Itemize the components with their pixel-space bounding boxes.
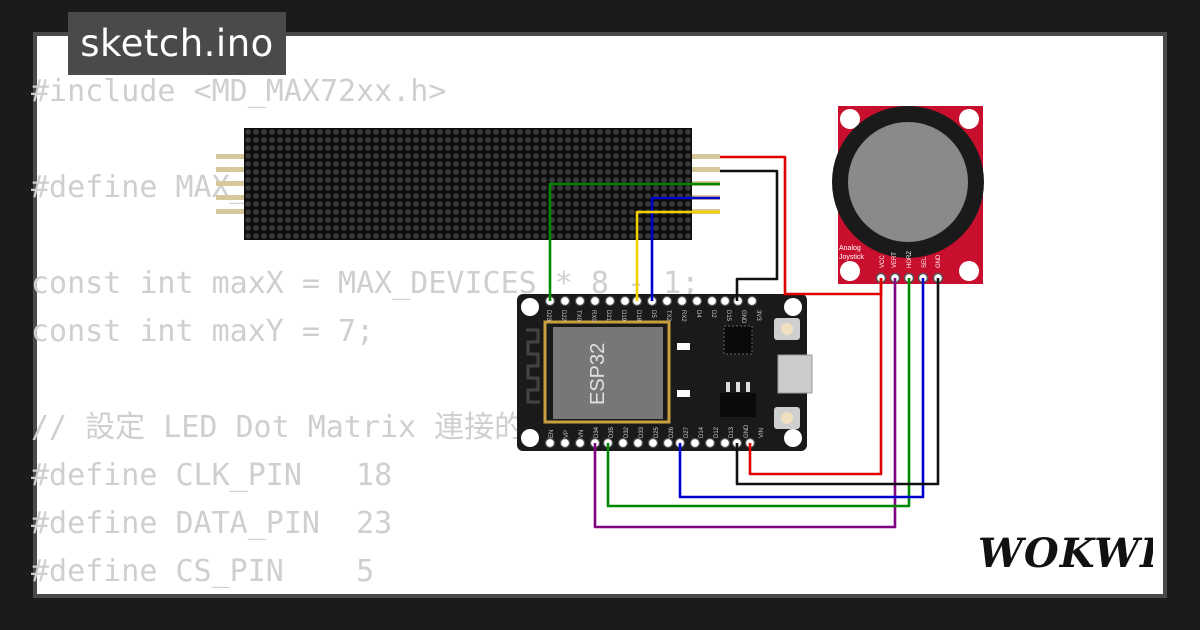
esp32-pin-label: RX0 — [590, 310, 596, 322]
esp32-pin-label: D22 — [560, 310, 566, 322]
wokwi-logo: WOKWI — [978, 530, 1153, 577]
mount-hole — [521, 298, 539, 316]
wire-purple-joystick-vert[interactable] — [593, 278, 897, 529]
file-tab[interactable]: sketch.ino — [68, 12, 286, 75]
smd-component — [677, 390, 690, 397]
esp32-pin-label: D12 — [714, 426, 720, 438]
code-line: #define CLK_PIN 18 — [31, 458, 393, 493]
joystick-pin-label: VCC — [880, 255, 886, 268]
mount-hole — [521, 429, 539, 447]
esp32-pin-label: D15 — [725, 310, 731, 322]
reset-button[interactable] — [774, 318, 800, 340]
esp32-pin-label: TX0 — [575, 310, 581, 322]
esp32-shield — [553, 327, 663, 419]
code-line: #define DATA_PIN 23 — [31, 506, 393, 541]
antenna-trace — [526, 328, 540, 404]
mount-hole — [840, 261, 860, 281]
esp32-pin-label: D34 — [594, 426, 600, 438]
wire-black-joystick-gnd[interactable] — [735, 278, 940, 486]
esp32-pin-label: VIN — [759, 428, 765, 438]
esp32-pin-label: D35 — [609, 426, 615, 438]
regulator-tab — [746, 382, 750, 392]
wires — [548, 155, 940, 529]
mount-hole — [784, 298, 802, 316]
esp32-bottom-pin-labels: EN VP VN D34 D35 D32 D33 D25 D26 D27 D14… — [549, 424, 765, 438]
wire-green-matrix-din[interactable] — [548, 182, 720, 301]
esp32-pin-label: D14 — [699, 426, 705, 438]
esp32-pin-label: D13 — [729, 426, 735, 438]
esp32-pin-label: D21 — [605, 310, 611, 322]
wire-black-matrix-gnd[interactable] — [720, 169, 779, 301]
esp32-pin-label: GND — [740, 310, 746, 324]
esp32-pin-label: VN — [579, 430, 585, 438]
mount-hole — [784, 429, 802, 447]
wire-red-joystick-vcc[interactable] — [748, 278, 883, 476]
boot-button[interactable] — [774, 407, 800, 429]
esp32-pin-label: D5 — [650, 310, 656, 318]
esp32-pin-label: TX2 — [665, 310, 671, 322]
joystick-pin-label: SEL — [922, 256, 928, 268]
regulator-tab — [726, 382, 730, 392]
esp32-board[interactable]: ESP32 D23 D22 TX0 RX0 D21 D19 D18 D5 TX2… — [517, 294, 813, 451]
code-line: #include <MD_MAX72xx.h> — [31, 74, 447, 109]
esp32-module-frame — [543, 320, 671, 424]
esp32-pin-label: D32 — [624, 426, 630, 438]
voltage-regulator — [720, 393, 756, 417]
esp32-pin-label: D2 — [710, 310, 716, 318]
wire-yellow-matrix-clk[interactable] — [635, 210, 720, 301]
esp32-pin-label: EN — [549, 430, 555, 438]
code-line: const int maxX = MAX_DEVICES * 8 - 1; — [31, 266, 700, 301]
esp32-pin-label: D18 — [635, 310, 641, 322]
micro-usb-port[interactable] — [777, 354, 813, 394]
esp32-pin-label: D23 — [545, 310, 551, 322]
analog-joystick[interactable]: Analog Joystick VCC VERT HORZ SEL GND — [832, 106, 984, 284]
joystick-pin-label: GND — [936, 254, 942, 268]
esp32-pin-label: D27 — [684, 426, 690, 438]
joystick-label: Analog — [839, 245, 861, 252]
joystick-pin-labels: VCC VERT HORZ SEL GND — [880, 251, 942, 268]
joystick-knob[interactable] — [848, 122, 968, 242]
esp32-chip-label: ESP32 — [587, 343, 609, 405]
esp32-pin-label: D26 — [669, 426, 675, 438]
joystick-pin-label: VERT — [892, 252, 898, 268]
mount-hole — [959, 261, 979, 281]
code-line: #define CS_PIN 5 — [31, 554, 375, 589]
joystick-pin-label: HORZ — [907, 251, 913, 268]
esp32-bottom-pins — [544, 437, 756, 449]
regulator-tab — [736, 382, 740, 392]
esp32-pin-label: 3V3 — [755, 310, 761, 321]
matrix-left-pins — [216, 154, 246, 214]
mount-hole — [959, 109, 979, 129]
esp32-pin-label: D25 — [654, 426, 660, 438]
usb-serial-chip — [723, 325, 753, 355]
code-line: const int maxY = 7; — [31, 314, 375, 349]
esp32-pin-label: D33 — [639, 426, 645, 438]
wokwi-logo-text: WOKWI — [978, 530, 1153, 577]
wire-blue-matrix-cs[interactable] — [650, 196, 720, 301]
smd-component — [677, 343, 690, 350]
esp32-pin-label: D19 — [620, 310, 626, 322]
mount-hole — [840, 109, 860, 129]
code-editor[interactable]: #include <MD_MAX72xx.h>#define MAX_DEVIC… — [31, 68, 699, 596]
esp32-pin-label: VP — [564, 430, 570, 438]
esp32-pin-label: GND — [744, 424, 750, 438]
wire-green-joystick-horz[interactable] — [606, 278, 911, 508]
wire-blue-joystick-sel[interactable] — [678, 278, 925, 499]
esp32-pin-label: RX2 — [680, 310, 686, 322]
joystick-label: Joystick — [839, 254, 864, 261]
esp32-pin-label: D4 — [695, 310, 701, 318]
esp32-top-pin-labels: D23 D22 TX0 RX0 D21 D19 D18 D5 TX2 RX2 D… — [545, 310, 761, 324]
